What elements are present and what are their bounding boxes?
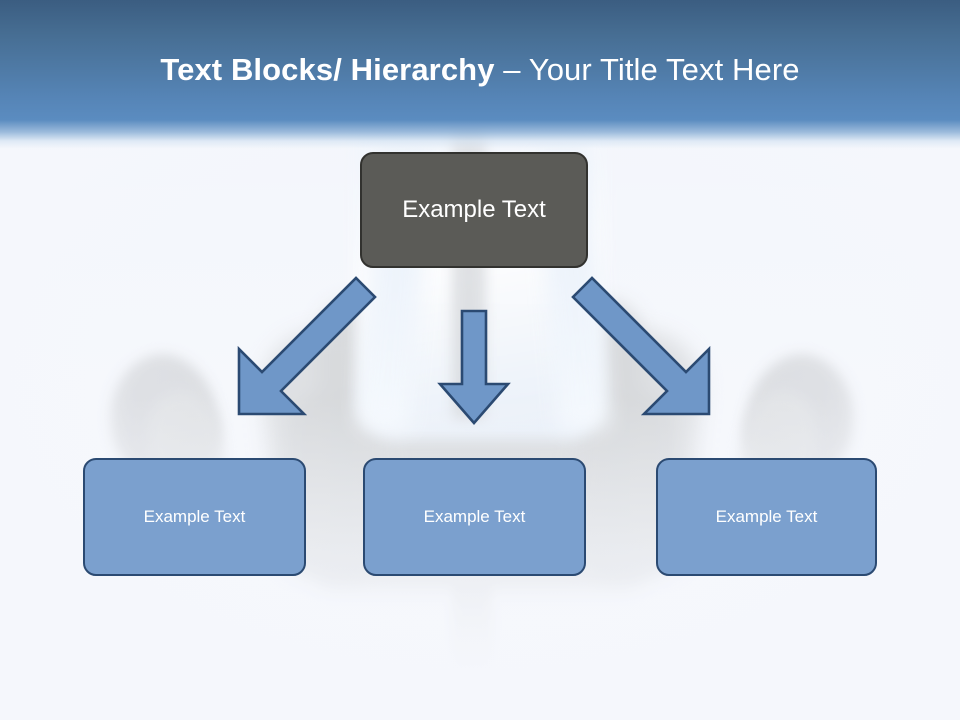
page-title-separator: – <box>494 52 529 87</box>
page-title-bold: Text Blocks/ Hierarchy <box>160 52 495 87</box>
hierarchy-child-node-3[interactable]: Example Text <box>656 458 877 576</box>
hierarchy-root-node[interactable]: Example Text <box>360 152 588 268</box>
page-title: Text Blocks/ Hierarchy – Your Title Text… <box>0 50 960 90</box>
title-banner <box>0 0 960 150</box>
hierarchy-child-node-1[interactable]: Example Text <box>83 458 306 576</box>
page-title-light: Your Title Text Here <box>528 52 800 87</box>
hierarchy-child-node-2[interactable]: Example Text <box>363 458 586 576</box>
